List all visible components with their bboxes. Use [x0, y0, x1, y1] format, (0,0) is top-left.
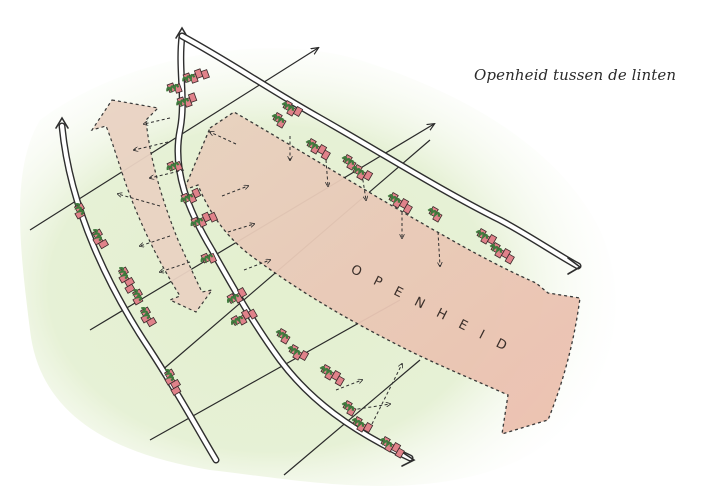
house-cluster — [180, 187, 202, 204]
roads — [55, 26, 582, 467]
house-cluster — [271, 111, 287, 129]
tree-hedge-icon — [475, 229, 489, 240]
tree-hedge-icon — [427, 207, 441, 218]
tree-hedge-icon — [319, 365, 333, 376]
tree-hedge-icon — [351, 417, 365, 428]
house-cluster — [281, 99, 304, 118]
house-cluster — [287, 343, 310, 362]
house-cluster — [351, 163, 374, 182]
house-cluster — [379, 435, 405, 459]
house-cluster — [166, 82, 183, 94]
house-icon — [362, 421, 374, 434]
tree-hedge-icon — [226, 293, 240, 304]
tree-hedge-icon — [176, 97, 190, 108]
house-icon — [170, 385, 182, 396]
house-cluster — [139, 306, 158, 328]
house-cluster — [305, 137, 331, 161]
house-cluster — [319, 363, 345, 387]
house-cluster — [475, 227, 498, 246]
openness-arrow — [182, 111, 581, 435]
house-cluster — [73, 202, 86, 220]
house-cluster — [163, 368, 182, 396]
house-cluster — [341, 399, 357, 417]
house-cluster — [341, 153, 357, 171]
house-icon — [236, 286, 248, 299]
tree-hedge-icon — [387, 193, 401, 204]
house-cluster — [190, 211, 218, 228]
house-cluster — [427, 205, 443, 223]
tree-hedge-icon — [351, 165, 365, 176]
tree-hedge-icon — [118, 266, 129, 280]
tree-hedge-icon — [74, 202, 85, 216]
house-icon — [200, 69, 210, 80]
house-cluster — [275, 327, 291, 345]
house-icon — [187, 92, 198, 103]
house-icon — [394, 447, 405, 459]
house-cluster — [230, 308, 258, 327]
house-cluster — [226, 286, 248, 305]
house-cluster — [166, 160, 184, 172]
house-icon — [402, 203, 413, 215]
house-icon — [320, 149, 331, 161]
house-icon — [145, 316, 158, 328]
house-icon — [298, 349, 310, 362]
house-cluster — [489, 241, 515, 265]
tree-hedge-icon — [271, 113, 285, 124]
diagram-title: Openheid tussen de linten — [474, 66, 677, 84]
tree-hedge-icon — [132, 288, 143, 302]
house-cluster — [182, 68, 210, 84]
tree-hedge-icon — [190, 217, 204, 228]
house-icon — [504, 253, 515, 265]
house-cluster — [131, 288, 144, 306]
tree-hedge-icon — [166, 161, 180, 172]
house-icon — [97, 238, 110, 250]
tree-hedge-icon — [287, 345, 301, 356]
road-top — [178, 32, 582, 275]
house-cluster — [176, 92, 198, 108]
house-icon — [208, 211, 218, 223]
tree-hedge-icon — [200, 253, 214, 264]
small-openness-arrow — [90, 99, 214, 313]
tree-hedge-icon — [305, 139, 319, 150]
house-icon — [191, 187, 202, 199]
house-icon — [486, 233, 498, 246]
house-icon — [334, 375, 345, 387]
house-cluster — [91, 228, 110, 250]
house-cluster — [351, 415, 374, 434]
road-middle — [174, 26, 416, 467]
tree-hedge-icon — [140, 306, 151, 320]
tree-hedge-icon — [341, 155, 355, 166]
tree-hedge-icon — [341, 401, 355, 412]
house-cluster — [117, 266, 136, 294]
tree-hedge-icon — [166, 83, 180, 94]
tree-hedge-icon — [275, 329, 289, 340]
tree-hedge-icon — [180, 193, 194, 204]
house-icon — [247, 308, 258, 320]
dashed-arrows — [118, 117, 440, 425]
road-left — [55, 116, 220, 464]
house-cluster — [387, 191, 413, 215]
house-icon — [362, 169, 374, 182]
house-icon — [124, 283, 136, 294]
tree-hedge-icon — [379, 437, 393, 448]
tree-hedge-icon — [92, 228, 103, 242]
house-icon — [292, 105, 304, 118]
tree-hedge-icon — [182, 73, 196, 84]
tree-hedge-icon — [489, 243, 503, 254]
tree-hedge-icon — [230, 315, 244, 326]
tree-hedge-icon — [164, 368, 175, 382]
house-clusters — [73, 68, 515, 459]
tree-hedge-icon — [281, 101, 295, 112]
house-cluster — [200, 252, 218, 264]
grid-line — [283, 359, 421, 476]
